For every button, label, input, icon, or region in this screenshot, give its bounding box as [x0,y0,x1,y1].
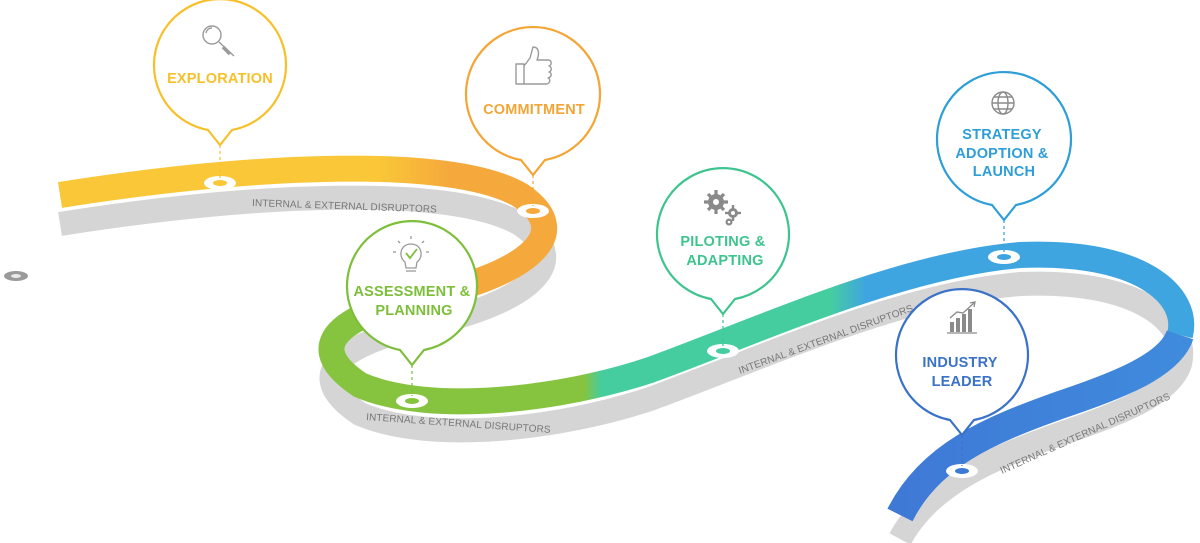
road-markers [204,176,1020,478]
growth-chart-icon [947,301,977,334]
pin-piloting-label: PILOTING & ADAPTING [680,234,769,269]
marker-exploration [204,176,236,190]
pin-industry-label: INDUSTRY LEADER [922,355,1001,390]
marker-industry [946,464,978,478]
pin-strategy: STRATEGY ADOPTION & LAUNCH [935,71,1073,222]
pin-commitment: COMMITMENT [464,26,602,177]
pin-industry: INDUSTRY LEADER [894,288,1030,437]
road-shadow [58,185,1194,543]
pin-exploration: EXPLORATION [152,0,288,147]
marker-commitment [517,204,549,218]
globe-icon [991,91,1015,115]
thumbs-up-icon [515,46,552,85]
pin-commitment-label: COMMITMENT [483,102,585,118]
marker-strategy [988,250,1020,264]
road [57,155,1195,522]
pin-piloting: PILOTING & ADAPTING [655,167,791,316]
lightbulb-icon [393,236,429,272]
pin-exploration-label: EXPLORATION [167,71,273,87]
pin-strategy-label: STRATEGY ADOPTION & LAUNCH [955,127,1052,180]
marker-piloting [707,344,739,358]
marker-assessment [396,394,428,408]
magnifier-icon [202,25,235,57]
pin-assessment: ASSESSMENT & PLANNING [345,220,479,367]
pin-assessment-label: ASSESSMENT & PLANNING [353,284,474,319]
road-segment-end [887,329,1194,522]
road-segment-middle [318,241,1195,415]
connectors [219,145,1005,466]
gears-icon [704,190,741,226]
road-segment-top [57,155,557,308]
